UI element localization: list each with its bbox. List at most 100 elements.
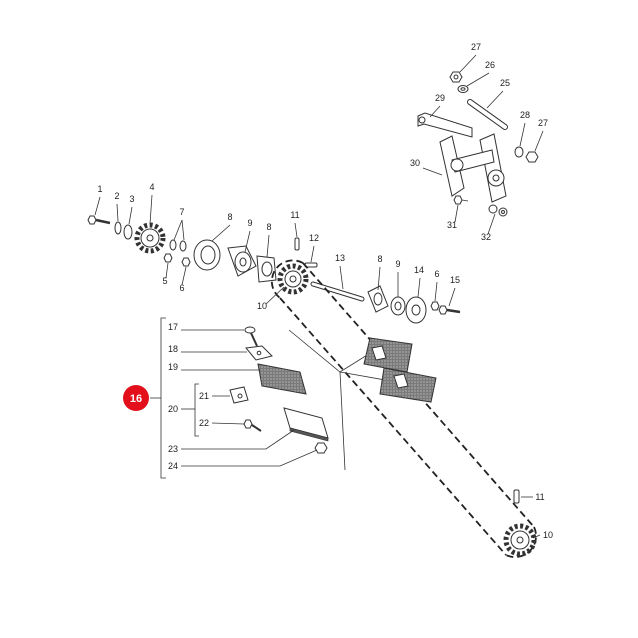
part-bolt-sprocket [163,253,173,263]
callout-label: 8 [227,212,232,222]
link-line-vertical [339,371,346,471]
part-right-pad-upper-clip [371,345,387,361]
callout-label: 1 [97,184,102,194]
link-line-upper [288,329,373,373]
part-right-pad-upper [363,337,413,373]
callout-label: 25 [500,78,510,88]
pad-group [229,326,329,454]
chain-lower-run [279,297,507,556]
part-frame-hub-left [450,158,464,172]
part-rod [468,100,507,129]
part-pad-lower-edge [289,427,329,442]
leader-lines [94,54,544,539]
callout-label: 22 [199,418,209,428]
part-pad-clip-hole [256,350,262,356]
part-nut-sprocket [181,257,191,267]
right-pads [288,329,437,471]
main-shaft-assembly [87,215,461,324]
callout-label: 18 [168,344,178,354]
callout-label: 27 [471,42,481,52]
subassembly-bracket [194,383,199,437]
part-washer-top-hole [460,87,466,91]
callout-label: 29 [435,93,445,103]
part-bearing-left-bore [239,257,247,267]
part-sprocket-upper-teeth [277,263,309,295]
callout-label: 24 [168,461,178,471]
part-pad-small-bolt-shank [251,424,262,432]
part-pad-bolt-shank [250,332,258,347]
callout-label: 32 [481,232,491,242]
callout-label: 26 [485,60,495,70]
callout-label: 28 [520,110,530,120]
part-washer-right [514,146,524,158]
part-pad-bracket-hole [237,393,243,399]
assembly-badge: 16 [123,385,149,411]
callout-label: 3 [129,194,134,204]
part-bolt-frame-shank [461,199,469,202]
callout-label: 17 [168,322,178,332]
part-flange-middle-bore [261,261,273,277]
part-pad-small-bolt [243,419,253,429]
part-frame-hub-right-hole [492,174,500,182]
callout-label: 11 [535,492,544,502]
callout-label: 20 [168,404,178,414]
part-bolt-end-head [438,305,448,315]
part-nut-top-hole [453,74,459,80]
part-washer-frame-a [488,204,498,214]
part-pad-bolt-head [244,326,256,334]
part-sprocket-lower-teeth [503,523,537,557]
part-frame-right-plate [479,133,507,203]
assembly-bracket [160,317,166,479]
part-flange-right-bore [373,292,383,306]
part-bolt-end-shank [446,308,461,314]
callout-label: 7 [179,207,184,217]
callout-label: 12 [309,233,319,243]
callout-label: 19 [168,362,178,372]
part-lever-end [418,116,426,124]
part-pin-vertical [294,237,300,251]
callout-label: 6 [434,269,439,279]
part-washer-small [114,221,122,235]
part-end-cap-center [411,304,421,316]
part-bolt-left-shank [95,218,111,225]
callout-label: 21 [199,391,209,401]
bottom-right-parts [503,489,537,557]
part-washer-pair-b [179,240,187,252]
top-right-assembly [417,71,539,217]
callout-label: 15 [450,275,460,285]
assembly-badge-circle [123,385,149,411]
part-lever [417,112,473,138]
callout-label: 2 [114,191,119,201]
part-pin-lower [513,489,520,504]
part-nut-right [525,151,539,163]
callout-label: 9 [247,218,252,228]
part-sprocket-upper-hub [289,275,297,283]
part-pad-upper [257,363,307,395]
callout-label: 23 [168,444,178,454]
part-sprocket-lower-hub [516,536,524,544]
callout-label: 4 [149,182,154,192]
callout-label: 11 [290,210,299,220]
callout-label: 27 [538,118,548,128]
callout-label: 10 [543,530,553,540]
callout-label: 10 [257,301,267,311]
callout-label: 13 [335,253,345,263]
callout-label: 31 [447,220,457,230]
part-gasket-inner [200,245,216,265]
part-pad-nut [314,442,328,454]
part-bearing-right-bore [394,301,402,311]
callout-label: 9 [395,259,400,269]
callout-label: 14 [414,265,424,275]
callout-label: 30 [410,158,420,168]
part-washer-pair-a [169,239,177,251]
part-nut-end [430,301,440,311]
part-bolt-left [87,215,97,225]
callout-label: 8 [377,254,382,264]
part-washer-large [123,224,133,240]
part-sprocket-drive-teeth [134,222,166,254]
link-line-lower [339,371,386,381]
part-bolt-frame [453,195,463,205]
